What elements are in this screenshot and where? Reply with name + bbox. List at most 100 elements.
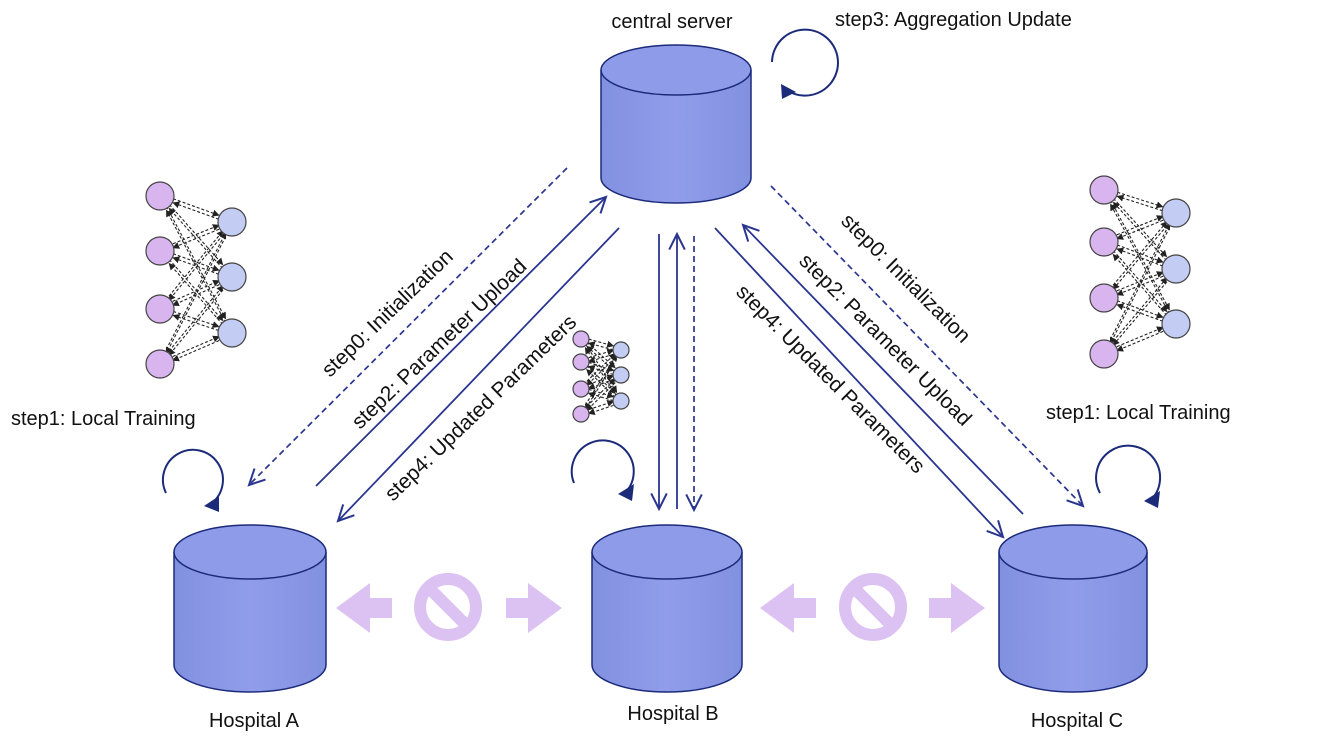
- blocked-connection-a-b: [336, 573, 562, 641]
- network-node: [217, 207, 247, 237]
- network-edge: [1109, 222, 1171, 340]
- network-node: [217, 318, 247, 348]
- network-edge: [588, 388, 615, 399]
- central-server-label: central server: [611, 11, 732, 33]
- hospital-c-cylinder: [998, 524, 1148, 693]
- network-edge: [1112, 281, 1168, 346]
- network-edge: [1116, 194, 1163, 212]
- network-node: [612, 392, 630, 410]
- network-edge: [168, 289, 224, 356]
- network-edge: [172, 198, 220, 217]
- neural-network-icon: [572, 330, 630, 423]
- step4-label-c: step4: Updated Parameters: [731, 280, 929, 478]
- init-arrow-c: [770, 185, 1083, 506]
- network-node: [1089, 175, 1119, 205]
- step2-label-a: step2: Parameter Upload: [347, 255, 531, 434]
- network-node: [612, 341, 630, 359]
- network-edge: [1116, 330, 1164, 352]
- network-edge: [586, 352, 616, 382]
- network-edge: [1113, 197, 1168, 258]
- network-edge: [173, 310, 220, 328]
- network-edge: [168, 207, 224, 269]
- network-edge: [1116, 247, 1164, 267]
- network-edge: [1112, 277, 1168, 342]
- network-edge: [1116, 275, 1164, 296]
- network-node: [145, 349, 175, 379]
- hospital-c-label: Hospital C: [1031, 710, 1123, 732]
- network-node: [145, 294, 175, 324]
- network-edge: [1112, 253, 1168, 316]
- step3-label: step3: Aggregation Update: [835, 9, 1072, 31]
- central-server-cylinder: [600, 44, 752, 204]
- network-node: [1089, 339, 1119, 369]
- network-edge: [587, 379, 614, 390]
- upload-arrow-a: [315, 197, 606, 487]
- network-edge: [586, 382, 616, 412]
- network-edge: [172, 224, 220, 245]
- blocked-connection-b-c: [760, 573, 985, 641]
- network-node: [145, 181, 175, 211]
- network-edge: [1110, 200, 1170, 311]
- network-edge: [1112, 225, 1168, 290]
- network-node: [572, 330, 590, 348]
- network-node: [217, 262, 247, 292]
- network-node: [572, 353, 590, 371]
- network-edge: [588, 400, 615, 411]
- network-edge: [168, 262, 224, 325]
- refresh-loop-icon: [570, 439, 635, 501]
- step1-label-a: step1: Local Training: [11, 408, 196, 430]
- hospital-b-label: Hospital B: [627, 703, 718, 725]
- network-edge: [1112, 221, 1168, 286]
- network-node: [572, 405, 590, 423]
- network-edge: [1110, 203, 1170, 314]
- network-node: [1161, 309, 1191, 339]
- network-edge: [1116, 215, 1164, 236]
- network-node: [612, 366, 630, 384]
- network-edge: [172, 201, 220, 220]
- upload-arrow-c: [743, 225, 1024, 515]
- network-edge: [168, 234, 224, 301]
- init-arrow-a: [249, 167, 568, 485]
- neural-network-icon: [1089, 175, 1191, 369]
- network-edge: [168, 230, 224, 297]
- network-node: [1161, 198, 1191, 228]
- network-edge: [588, 348, 615, 359]
- network-edge: [587, 353, 614, 364]
- network-edge: [168, 285, 224, 352]
- network-edge: [172, 314, 219, 332]
- network-node: [1089, 227, 1119, 257]
- network-node: [145, 236, 175, 266]
- network-edge: [172, 340, 220, 362]
- no-entry-icon: [414, 573, 482, 641]
- refresh-loop-icon: [771, 28, 839, 99]
- network-edge: [1116, 271, 1164, 292]
- network-edge: [588, 338, 615, 348]
- refresh-loop-icon: [161, 448, 224, 512]
- network-edge: [587, 365, 614, 376]
- network-edge: [172, 253, 220, 272]
- network-edge: [165, 231, 227, 350]
- network-edge: [588, 361, 615, 372]
- network-edge: [172, 228, 220, 249]
- hospital-b-cylinder: [591, 524, 743, 693]
- network-edge: [165, 236, 227, 355]
- network-edge: [586, 357, 616, 387]
- network-edge: [588, 374, 615, 385]
- step1-label-c: step1: Local Training: [1046, 402, 1231, 424]
- network-edge: [587, 341, 614, 351]
- step2-label-c: step2: Parameter Upload: [794, 249, 975, 430]
- network-edge: [1112, 201, 1167, 262]
- step4-label-a: step4: Updated Parameters: [380, 311, 581, 506]
- network-edge: [1117, 191, 1164, 209]
- network-edge: [1116, 244, 1164, 264]
- hospital-a-cylinder: [173, 524, 327, 693]
- network-node: [1161, 254, 1191, 284]
- network-edge: [587, 404, 614, 415]
- update-arrow-c: [714, 227, 1003, 537]
- network-edge: [172, 335, 220, 357]
- update-arrow-a: [338, 227, 620, 521]
- neural-network-icon: [145, 181, 247, 379]
- hospital-a-label: Hospital A: [209, 710, 300, 732]
